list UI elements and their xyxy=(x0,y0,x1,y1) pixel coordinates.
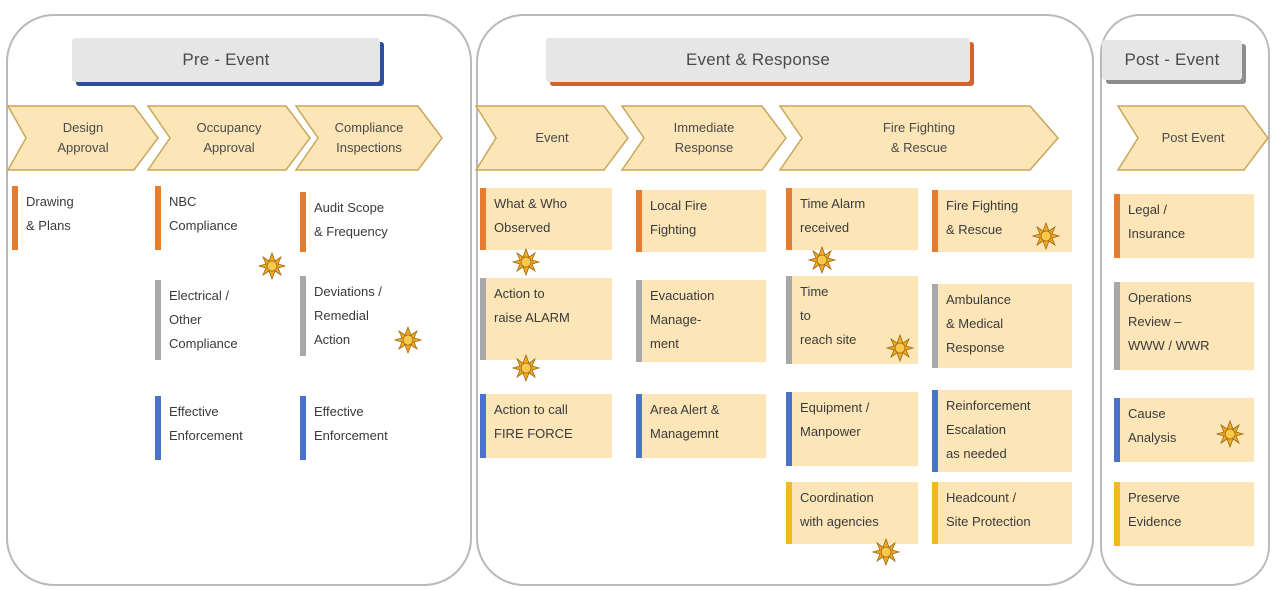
card-effective-enforcement-1: Effective Enforcement xyxy=(155,396,290,460)
step-occupancy-approval: Occupancy Approval xyxy=(146,105,311,171)
event-response-title: Event & Response xyxy=(546,38,970,82)
step-label: Compliance Inspections xyxy=(334,120,404,155)
card-drawing-plans: Drawing & Plans xyxy=(12,186,142,250)
card-what-who-observed: What & Who Observed xyxy=(480,188,612,250)
step-label: Occupancy Approval xyxy=(196,120,262,155)
card-legal-insurance: Legal / Insurance xyxy=(1114,194,1254,258)
card-nbc-compliance: NBC Compliance xyxy=(155,186,290,250)
card-raise-alarm: Action to raise ALARM xyxy=(480,278,612,360)
chevron-shape xyxy=(474,105,629,171)
card-audit-scope: Audit Scope & Frequency xyxy=(300,192,440,252)
step-fire-fighting-rescue: Fire Fighting & Rescue xyxy=(778,105,1059,171)
sun-icon xyxy=(1216,420,1244,448)
chevron-shape xyxy=(294,105,443,171)
sun-icon xyxy=(886,334,914,362)
card-preserve-evidence: Preserve Evidence xyxy=(1114,482,1254,546)
step-label: Design Approval xyxy=(57,120,109,155)
pre-event-title: Pre - Event xyxy=(72,38,380,82)
step-compliance-inspections: Compliance Inspections xyxy=(294,105,443,171)
card-time-alarm: Time Alarm received xyxy=(786,188,918,250)
step-label: Post Event xyxy=(1161,130,1225,145)
step-label: Fire Fighting & Rescue xyxy=(882,120,956,155)
card-deviations: Deviations / Remedial Action xyxy=(300,276,440,356)
chevron-shape xyxy=(1116,105,1269,171)
card-coordination: Coordination with agencies xyxy=(786,482,918,544)
step-label: Immediate Response xyxy=(673,120,735,155)
sun-icon xyxy=(512,354,540,382)
chevron-shape xyxy=(620,105,787,171)
sun-icon xyxy=(512,248,540,276)
card-electrical-compliance: Electrical / Other Compliance xyxy=(155,280,290,360)
step-label: Event xyxy=(535,130,569,145)
step-immediate-response: Immediate Response xyxy=(620,105,787,171)
sun-icon xyxy=(872,538,900,566)
sun-icon xyxy=(394,326,422,354)
sun-icon xyxy=(808,246,836,274)
card-equipment-manpower: Equipment / Manpower xyxy=(786,392,918,466)
chevron-shape xyxy=(6,105,159,171)
card-area-alert: Area Alert & Managemnt xyxy=(636,394,766,458)
sun-icon xyxy=(1032,222,1060,250)
step-design-approval: Design Approval xyxy=(6,105,159,171)
chevron-shape xyxy=(778,105,1059,171)
card-call-fire-force: Action to call FIRE FORCE xyxy=(480,394,612,458)
card-local-fire-fighting: Local Fire Fighting xyxy=(636,190,766,252)
card-fire-fighting-rescue: Fire Fighting & Rescue xyxy=(932,190,1072,252)
card-reinforcement: Reinforcement Escalation as needed xyxy=(932,390,1072,472)
card-evacuation: Evacuation Manage- ment xyxy=(636,280,766,362)
step-event: Event xyxy=(474,105,629,171)
chevron-shape xyxy=(146,105,311,171)
post-event-title: Post - Event xyxy=(1102,40,1242,80)
sun-icon xyxy=(258,252,286,280)
card-headcount: Headcount / Site Protection xyxy=(932,482,1072,544)
card-effective-enforcement-2: Effective Enforcement xyxy=(300,396,440,460)
card-operations-review: Operations Review – WWW / WWR xyxy=(1114,282,1254,370)
card-ambulance: Ambulance & Medical Response xyxy=(932,284,1072,368)
step-post-event: Post Event xyxy=(1116,105,1269,171)
